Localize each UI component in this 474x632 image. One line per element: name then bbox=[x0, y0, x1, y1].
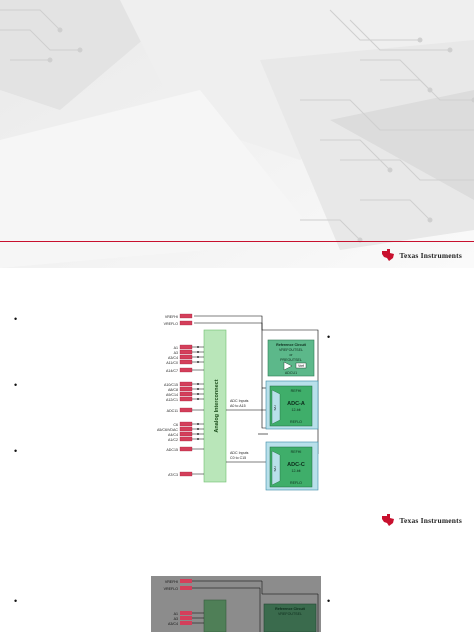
signal-label: ADC11 bbox=[167, 409, 178, 413]
signal-label: A4/C4 bbox=[168, 433, 178, 437]
bullet-point: • bbox=[14, 446, 18, 456]
mux-icon bbox=[271, 450, 281, 486]
signal-label: C6 bbox=[173, 423, 178, 427]
signal-label: A11/C0 bbox=[166, 361, 178, 365]
adc-c-refhi: REFHI bbox=[291, 450, 302, 454]
bullet-point: • bbox=[327, 332, 331, 342]
adc-a-sh: S/H bbox=[273, 405, 277, 410]
signal-label: AT/C3 bbox=[168, 473, 178, 477]
adc-inputs-c-label: ADC Inputs bbox=[230, 451, 249, 455]
ti-state-mark-icon bbox=[382, 514, 395, 526]
ti-logo: Texas Instruments bbox=[381, 514, 462, 526]
reference-circuit-title: Reference Circuit bbox=[276, 343, 307, 347]
accent-rule bbox=[0, 241, 474, 242]
signal-label: A10/C15 bbox=[164, 383, 178, 387]
title-slide: Texas Instruments bbox=[0, 0, 474, 268]
ti-state-mark-icon bbox=[382, 249, 395, 261]
signal-label: VREFHI bbox=[165, 315, 178, 319]
vref-label: Vref bbox=[298, 364, 304, 368]
signal-label: A14/C7 bbox=[166, 369, 178, 373]
adc-block-diagram-dimmed: VREFHI VREFLO A1 A3 A3/C4 Reference Circ… bbox=[151, 576, 321, 632]
reference-line: PREOUTSEL bbox=[280, 358, 302, 362]
circuit-background-art bbox=[0, 0, 474, 268]
signal-label: A3 bbox=[174, 617, 178, 621]
signal-label: A3 bbox=[174, 351, 178, 355]
signal-label: VREFHI bbox=[165, 580, 178, 584]
reference-circuit-title: Reference Circuit bbox=[275, 607, 306, 611]
adc-inputs-a-label: ADC Inputs bbox=[230, 399, 249, 403]
bullet-point: • bbox=[327, 596, 331, 606]
reference-circuit-block bbox=[267, 339, 315, 377]
adc-diagram-slide: • • • • Analog Interconnect bbox=[0, 268, 474, 508]
ti-logo: Texas Instruments bbox=[381, 249, 462, 261]
interconnect-label: Analog Interconnect bbox=[214, 379, 220, 432]
buffer-amp-icon bbox=[283, 361, 293, 371]
adc-a-refhi: REFHI bbox=[291, 389, 302, 393]
adc-c-title: ADC-C bbox=[287, 462, 305, 468]
signal-label: A9/C14 bbox=[166, 393, 178, 397]
bullet-point: • bbox=[14, 380, 18, 390]
adc-a-reflo: REFLO bbox=[290, 420, 302, 424]
vref-box bbox=[295, 362, 307, 369]
reference-line: or bbox=[289, 353, 293, 357]
signal-label: A1 bbox=[174, 346, 178, 350]
reference-adc-label: ADCU1 bbox=[285, 371, 297, 375]
signal-label: A3/C4 bbox=[168, 622, 178, 626]
reference-line: VREFOUTSEL bbox=[278, 612, 302, 616]
analog-interconnect-block bbox=[203, 329, 227, 483]
mux-icon bbox=[271, 389, 281, 425]
adc-diagram-slide-2: Texas Instruments • • VREFHI VREFLO A1 A… bbox=[0, 508, 474, 632]
signal-label: A3/C4 bbox=[168, 356, 178, 360]
adc-block-diagram: Analog Interconnect bbox=[157, 313, 319, 491]
adc-inputs-c-range: C0 to C15 bbox=[230, 456, 246, 460]
adc-inputs-a-range: A0 to A15 bbox=[230, 404, 246, 408]
signal-label: VREFLO bbox=[164, 587, 179, 591]
adc-c-rate: 12-bit bbox=[292, 469, 301, 473]
signal-label: VREFLO bbox=[164, 322, 179, 326]
logo-text: Texas Instruments bbox=[399, 515, 462, 525]
reference-line: VREFOUTSEL bbox=[279, 348, 303, 352]
bullet-point: • bbox=[14, 314, 18, 324]
signal-label: A12/C1 bbox=[166, 398, 178, 402]
adc-a-title: ADC-A bbox=[287, 401, 305, 407]
signal-label: A1 bbox=[174, 612, 178, 616]
adc-c-reflo: REFLO bbox=[290, 481, 302, 485]
adc-c-sh: S/H bbox=[273, 466, 277, 471]
logo-text: Texas Instruments bbox=[399, 250, 462, 260]
signal-label: A8/C8 bbox=[168, 388, 178, 392]
signal-label: A1/C2 bbox=[168, 438, 178, 442]
bullet-point: • bbox=[14, 596, 18, 606]
adc-a-rate: 12-bit bbox=[292, 408, 301, 412]
signal-label: ADC15 bbox=[166, 448, 178, 452]
signal-label: A5/C6/VDAC bbox=[157, 428, 178, 432]
